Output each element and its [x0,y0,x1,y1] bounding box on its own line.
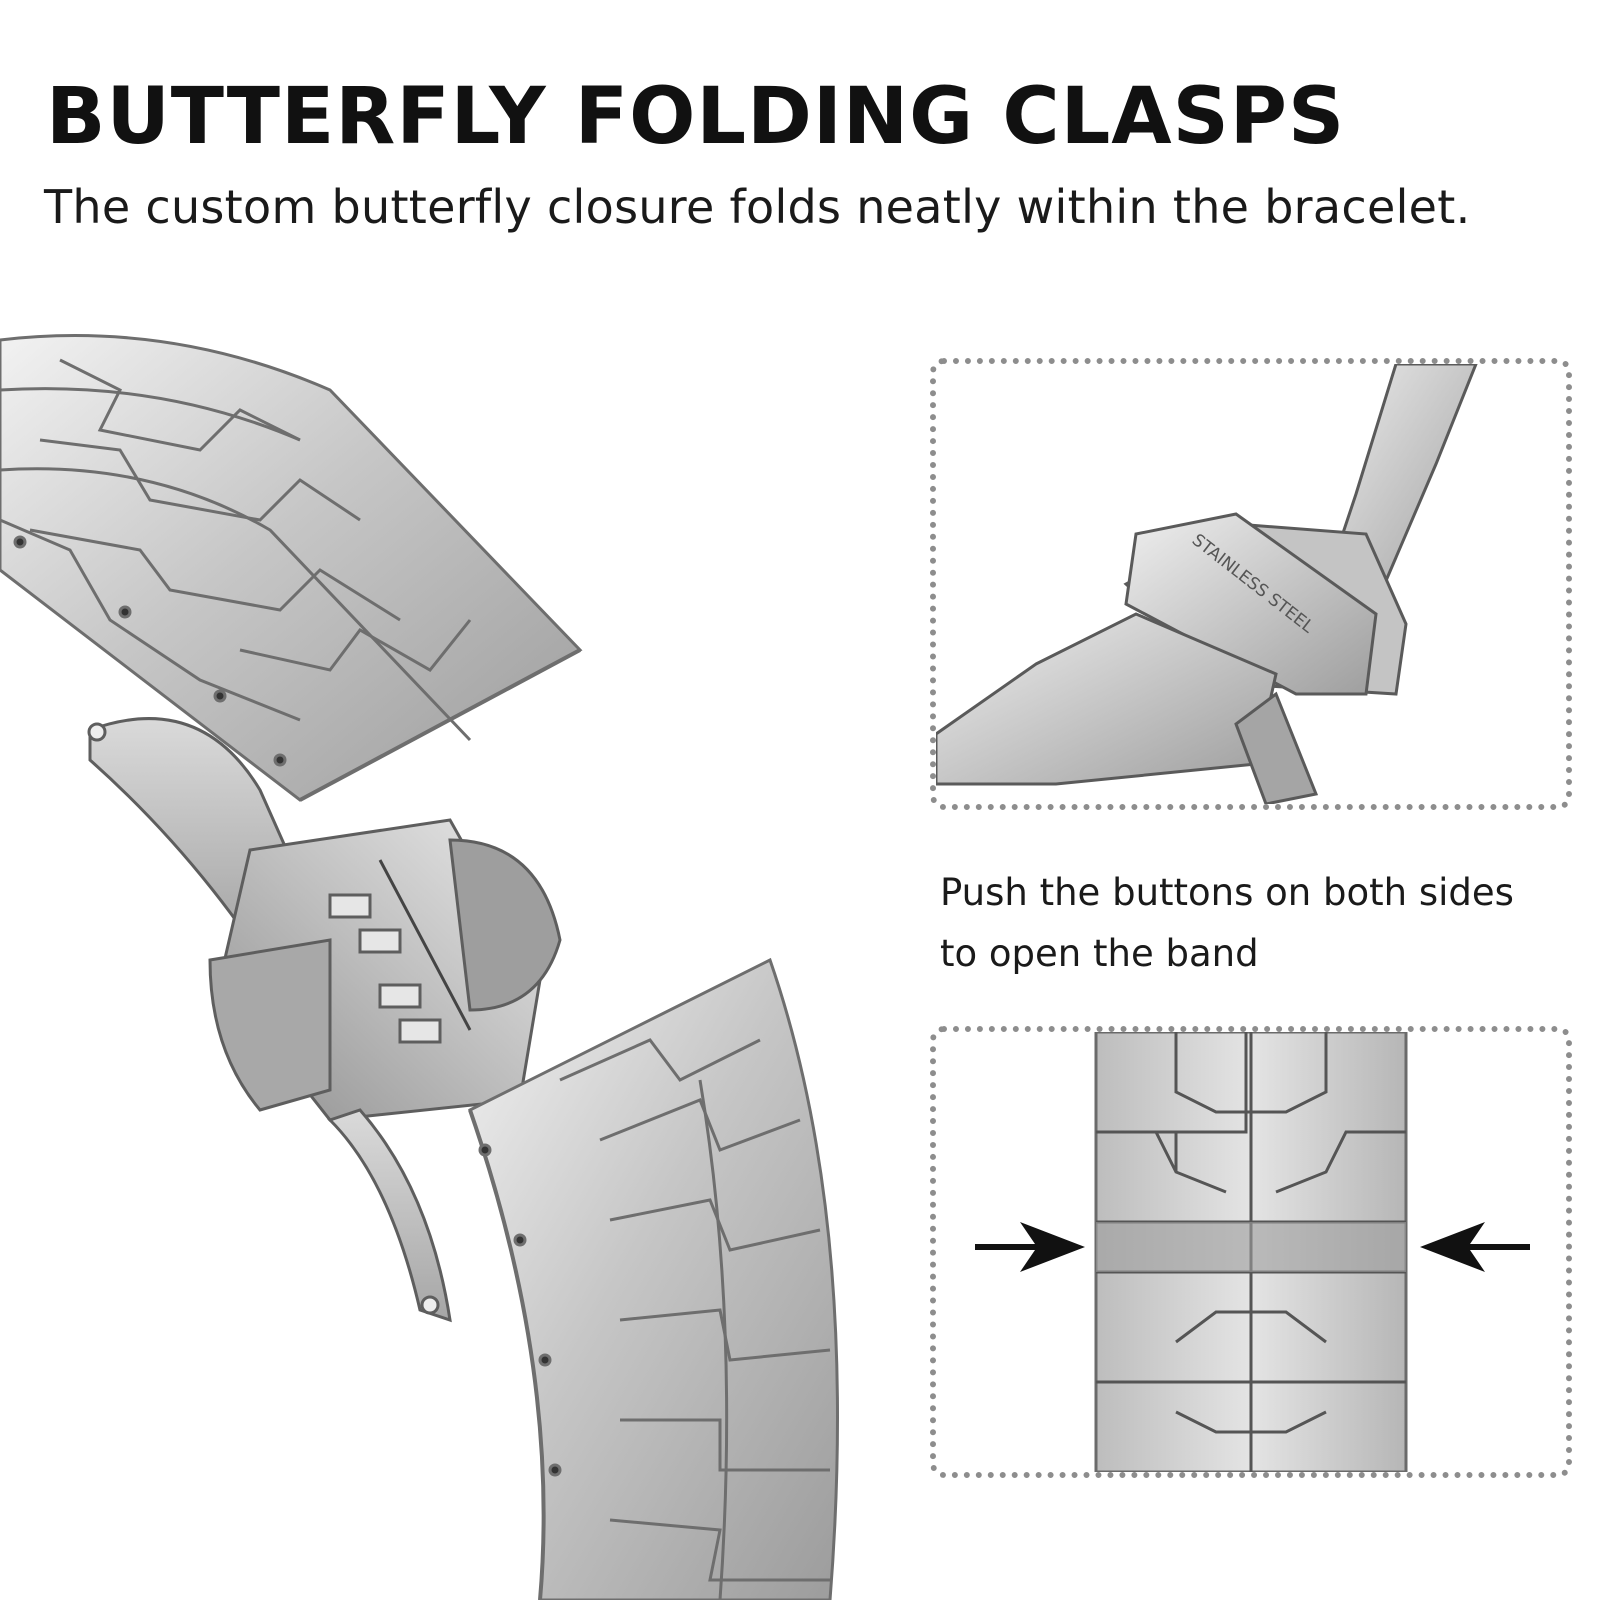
arrow-right-icon [975,1222,1085,1272]
arrow-left-icon [1420,1222,1530,1272]
instruction-line-2: to open the band [940,932,1259,975]
clasp-detail-panel: STAINLESS STEEL [930,358,1572,810]
closed-clasp-illustration: STAINLESS STEEL [936,364,1478,804]
lower-band [468,957,839,1600]
bracelet-illustration [0,334,839,1600]
page-title: BUTTERFLY FOLDING CLASPS [46,72,1346,162]
page-subtitle: The custom butterfly closure folds neatl… [44,180,1471,234]
upper-band [0,334,583,802]
instruction-text: Push the buttons on both sides to open t… [940,862,1580,984]
band-front-illustration [1094,1032,1408,1472]
instruction-line-1: Push the buttons on both sides [940,871,1514,914]
clasp-body [87,717,562,1323]
